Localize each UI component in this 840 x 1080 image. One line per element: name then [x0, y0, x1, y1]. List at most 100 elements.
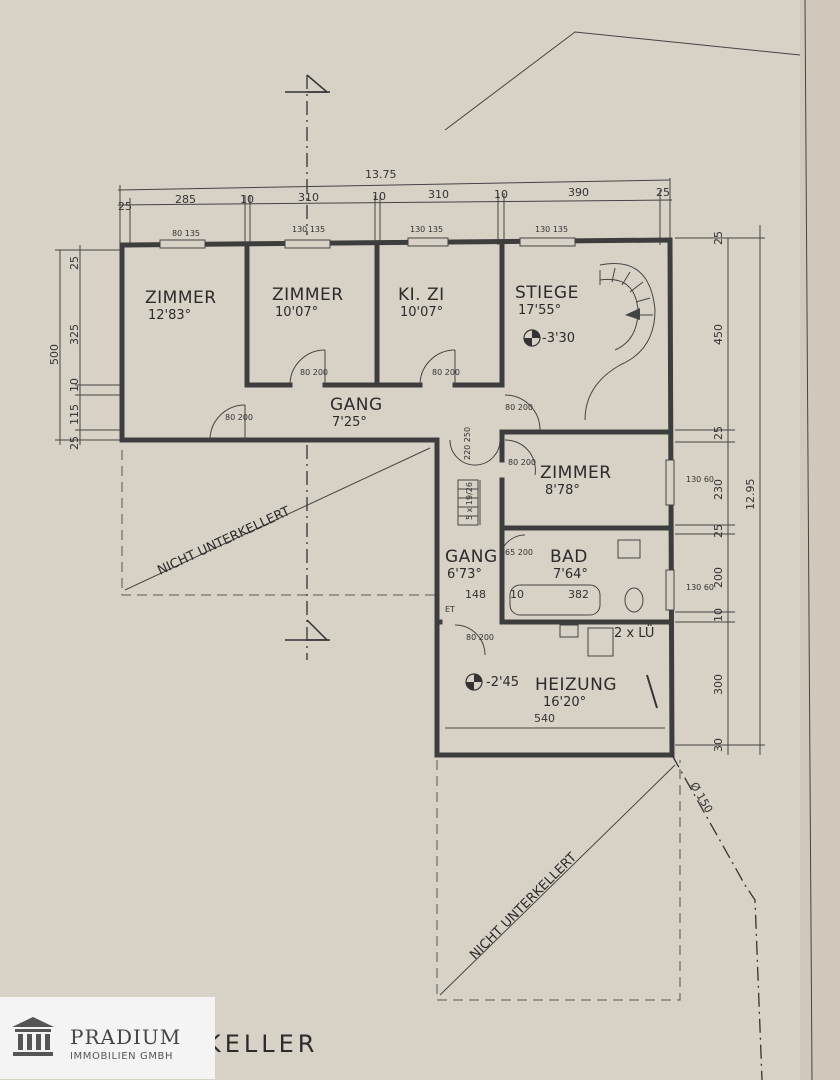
- left-dim-labels: 25 325 10 115 25 500: [48, 256, 81, 450]
- dim-label: 390: [568, 186, 589, 199]
- room-name: ZIMMER: [145, 288, 217, 308]
- room-area: 10'07°: [400, 305, 443, 320]
- windows: [159, 237, 675, 611]
- window-label: 80 135: [172, 229, 200, 238]
- washbasin-icon: [617, 539, 641, 559]
- dim-label: 30: [712, 738, 725, 752]
- door-label: 80 200: [466, 633, 494, 642]
- room-area: 17'55°: [518, 303, 561, 318]
- dim-label: 115: [68, 404, 81, 425]
- dim-label: 230: [712, 479, 725, 500]
- window-labels: 80 135 130 135 130 135 130 135 130 60 13…: [172, 225, 714, 592]
- unexcavated-zone-left: [121, 447, 437, 596]
- left-total-label: 500: [48, 344, 61, 365]
- dim-label: 25: [712, 426, 725, 440]
- sink-icon: [559, 624, 579, 638]
- right-dim-labels: 25 450 25 230 25 200 10 300 30 12.95: [712, 231, 757, 752]
- brand-name: PRADIUM: [70, 1025, 182, 1049]
- room-name: HEIZUNG: [535, 675, 617, 695]
- top-dim-labels: 25 285 10 310 10 310 10 390 25: [118, 186, 670, 213]
- room-name: GANG: [330, 395, 383, 415]
- window-label: 130 135: [410, 225, 443, 234]
- dim-label: 310: [428, 188, 449, 201]
- left-dimension-chain: [55, 245, 122, 445]
- door-label: ET: [445, 605, 455, 614]
- room-area: 12'83°: [148, 308, 191, 323]
- room-area: 16'20°: [543, 695, 586, 710]
- dim-label: 382: [568, 588, 589, 601]
- dim-label: 300: [712, 674, 725, 695]
- window-label: 130 60: [686, 583, 714, 592]
- dim-label: 10: [510, 588, 524, 601]
- dim-label: 310: [298, 191, 319, 204]
- room-name: BAD: [550, 547, 588, 567]
- bath-fixtures: [509, 539, 644, 657]
- dim-label: 10: [68, 378, 81, 392]
- dim-label: 10: [712, 608, 725, 622]
- door-label: 65 200: [505, 548, 533, 557]
- level-label: -3'30: [542, 331, 575, 346]
- paper-fold-line: [804, 0, 813, 1080]
- door-label: 80 200: [432, 368, 460, 377]
- level-marker: -3'30: [523, 329, 575, 347]
- building-icon: [12, 1017, 54, 1056]
- chimney-line: [671, 754, 763, 1080]
- total-depth-label: 12.95: [744, 479, 757, 511]
- plan-title: KELLER: [205, 1030, 319, 1058]
- brand-logo: PRADIUM IMMOBILIEN GMBH: [0, 997, 215, 1079]
- room-area: 10'07°: [275, 305, 318, 320]
- window-label: 130 135: [292, 225, 325, 234]
- dim-label: 25: [68, 436, 81, 450]
- section-marker-top: [285, 74, 330, 235]
- door-label: 80 200: [505, 403, 533, 412]
- room-area: 7'64°: [553, 567, 588, 582]
- room-name: STIEGE: [515, 283, 579, 303]
- straight-stairs: [457, 479, 481, 526]
- door-label: 80 200: [508, 458, 536, 467]
- room-name: GANG: [445, 547, 498, 567]
- boiler-icon: [587, 627, 614, 657]
- flue-icon: [646, 674, 658, 709]
- toilet-icon: [624, 587, 644, 613]
- unexcavated-zone-bottom: [436, 760, 681, 1001]
- room-area: 6'73°: [447, 567, 482, 582]
- window-label: 130 135: [535, 225, 568, 234]
- dim-label: 25: [712, 524, 725, 538]
- walls: [119, 237, 675, 758]
- brand-tagline: IMMOBILIEN GMBH: [70, 1051, 174, 1062]
- dim-label: 25: [118, 200, 132, 213]
- top-dimension-chain: [117, 178, 673, 245]
- window-label: 130 60: [686, 475, 714, 484]
- door-labels: 80 200 80 200 80 200 80 200 220 250 80 2…: [225, 368, 536, 642]
- dim-label: 10: [494, 188, 508, 201]
- total-width-label: 13.75: [365, 168, 397, 181]
- room-name: ZIMMER: [272, 285, 344, 305]
- door-label: 80 200: [300, 368, 328, 377]
- door-label: 220 250: [463, 427, 472, 460]
- door-label: 80 200: [225, 413, 253, 422]
- spiral-staircase: [584, 263, 656, 421]
- room-name: ZIMMER: [540, 463, 612, 483]
- dim-label: 200: [712, 567, 725, 588]
- dim-label: 148: [465, 588, 486, 601]
- fixture-note: 2 x LÜ: [614, 624, 654, 641]
- room-area: 8'78°: [545, 483, 580, 498]
- dim-label: 25: [656, 186, 670, 199]
- bath-dims: 148 10 382: [465, 588, 589, 601]
- room-area: 7'25°: [332, 415, 367, 430]
- dim-label: 285: [175, 193, 196, 206]
- heizung-width-label: 540: [534, 712, 555, 725]
- dim-label: 25: [68, 256, 81, 270]
- dim-label: 450: [712, 324, 725, 345]
- level-label: -2'45: [486, 675, 519, 690]
- door-swings: [209, 349, 541, 656]
- right-dimension-chain: [675, 225, 765, 755]
- dim-label: 10: [372, 190, 386, 203]
- stairs-note: 5 x 19/26: [465, 482, 474, 520]
- section-marker-bottom: [285, 445, 330, 660]
- room-name: KI. ZI: [398, 285, 445, 305]
- level-marker: -2'45: [465, 673, 519, 691]
